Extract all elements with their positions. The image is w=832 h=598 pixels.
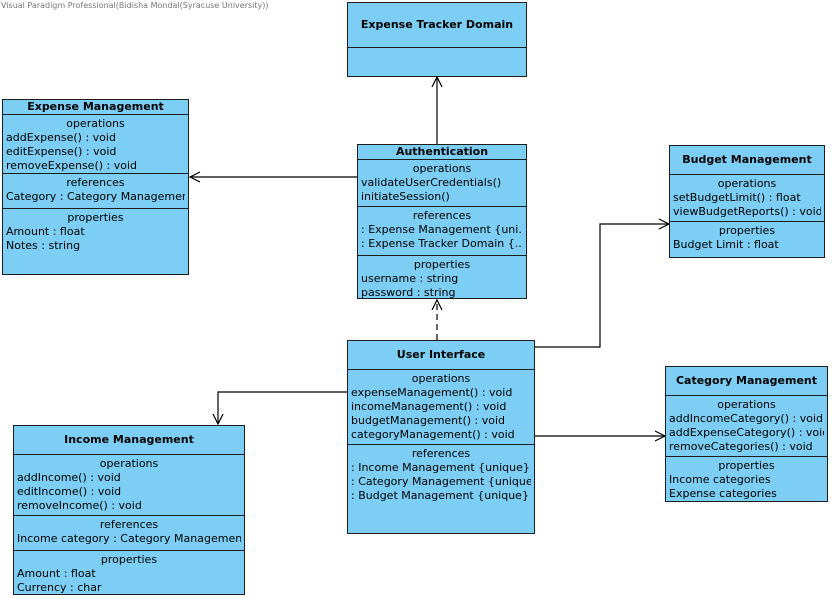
property-item: password : string [361, 286, 456, 299]
operation-item: editIncome() : void [17, 485, 122, 498]
references-title: references [411, 447, 471, 460]
watermark: Visual Paradigm Professional(Bidisha Mon… [1, 1, 269, 10]
reference-item: Income category : Category Management [17, 532, 241, 545]
property-item: Amount : float [17, 567, 96, 580]
class-category-management[interactable]: Category Management operations addIncome… [665, 366, 828, 502]
properties-title: properties [413, 258, 471, 271]
property-item: Notes : string [6, 239, 81, 252]
reference-item: Category : Category Management [6, 190, 185, 203]
properties-title: properties [718, 224, 776, 237]
reference-item: : Income Management {unique} [351, 461, 530, 474]
operations-title: operations [66, 117, 125, 130]
operation-item: expenseManagement() : void [351, 386, 513, 399]
properties-compartment: properties Income categories Expense cat… [666, 456, 827, 501]
operation-item: validateUserCredentials() [361, 176, 502, 189]
references-compartment: references : Expense Management {uni... … [358, 206, 526, 255]
reference-item: : Category Management {unique} [351, 475, 531, 488]
operation-item: addExpenseCategory() : void [669, 426, 824, 439]
class-name: Category Management [675, 374, 818, 387]
operation-item: removeIncome() : void [17, 499, 142, 512]
operation-item: setBudgetLimit() : float [673, 191, 801, 204]
references-title: references [66, 176, 125, 189]
class-name: Expense Management [27, 100, 164, 113]
edge-user-interface-to-income-management [218, 391, 347, 424]
property-item: Expense categories [669, 487, 777, 500]
operation-item: viewBudgetReports() : void [673, 205, 821, 218]
properties-title: properties [67, 211, 124, 224]
class-authentication[interactable]: Authentication operations validateUserCr… [357, 144, 527, 299]
reference-item: : Budget Management {unique} [351, 489, 529, 502]
operations-title: operations [412, 162, 472, 175]
operations-compartment: operations addIncomeCategory() : void ad… [666, 395, 827, 456]
properties-compartment: properties Amount : float Notes : string [3, 208, 188, 254]
edge-user-interface-to-budget-management [535, 224, 669, 348]
class-expense-management[interactable]: Expense Management operations addExpense… [2, 99, 189, 275]
class-expense-tracker-domain[interactable]: Expense Tracker Domain [347, 2, 527, 77]
properties-compartment: properties username : string password : … [358, 255, 526, 299]
references-title: references [99, 518, 159, 531]
property-item: Currency : char [17, 581, 102, 594]
operations-title: operations [99, 457, 159, 470]
class-name: Income Management [64, 433, 194, 446]
class-name: Expense Tracker Domain [360, 18, 514, 31]
operation-item: removeCategories() : void [669, 440, 813, 453]
class-name: Budget Management [682, 153, 812, 166]
operation-item: budgetManagement() : void [351, 414, 506, 427]
references-compartment: references : Income Management {unique} … [348, 444, 534, 504]
reference-item: : Expense Management {uni... [361, 223, 523, 236]
references-compartment: references Category : Category Managemen… [3, 173, 188, 208]
property-item: Amount : float [6, 225, 85, 238]
operations-title: operations [717, 398, 776, 411]
operations-compartment: operations expenseManagement() : void in… [348, 369, 534, 444]
reference-item: : Expense Tracker Domain {... [361, 237, 523, 250]
operations-compartment: operations validateUserCredentials() ini… [358, 159, 526, 206]
property-item: Income categories [669, 473, 771, 486]
operation-item: addExpense() : void [6, 131, 116, 144]
operation-item: incomeManagement() : void [351, 400, 507, 413]
operations-title: operations [411, 372, 471, 385]
properties-title: properties [100, 553, 158, 566]
operation-item: removeExpense() : void [6, 159, 138, 172]
empty-compartment [348, 47, 526, 76]
operations-title: operations [717, 177, 777, 190]
class-budget-management[interactable]: Budget Management operations setBudgetLi… [669, 145, 825, 258]
class-income-management[interactable]: Income Management operations addIncome()… [13, 425, 245, 595]
operations-compartment: operations setBudgetLimit() : float view… [670, 174, 824, 221]
properties-title: properties [718, 459, 775, 472]
property-item: username : string [361, 272, 459, 285]
references-title: references [412, 209, 472, 222]
operation-item: addIncome() : void [17, 471, 121, 484]
operation-item: categoryManagement() : void [351, 428, 515, 441]
class-name: User Interface [396, 348, 486, 361]
class-name: Authentication [395, 145, 489, 158]
operation-item: addIncomeCategory() : void [669, 412, 823, 425]
references-compartment: references Income category : Category Ma… [14, 515, 244, 550]
operation-item: initiateSession() [361, 190, 450, 203]
operation-item: editExpense() : void [6, 145, 117, 158]
property-item: Budget Limit : float [673, 238, 779, 251]
class-user-interface[interactable]: User Interface operations expenseManagem… [347, 340, 535, 534]
operations-compartment: operations addIncome() : void editIncome… [14, 454, 244, 515]
properties-compartment: properties Amount : float Currency : cha… [14, 550, 244, 594]
operations-compartment: operations addExpense() : void editExpen… [3, 114, 188, 173]
properties-compartment: properties Budget Limit : float [670, 221, 824, 253]
